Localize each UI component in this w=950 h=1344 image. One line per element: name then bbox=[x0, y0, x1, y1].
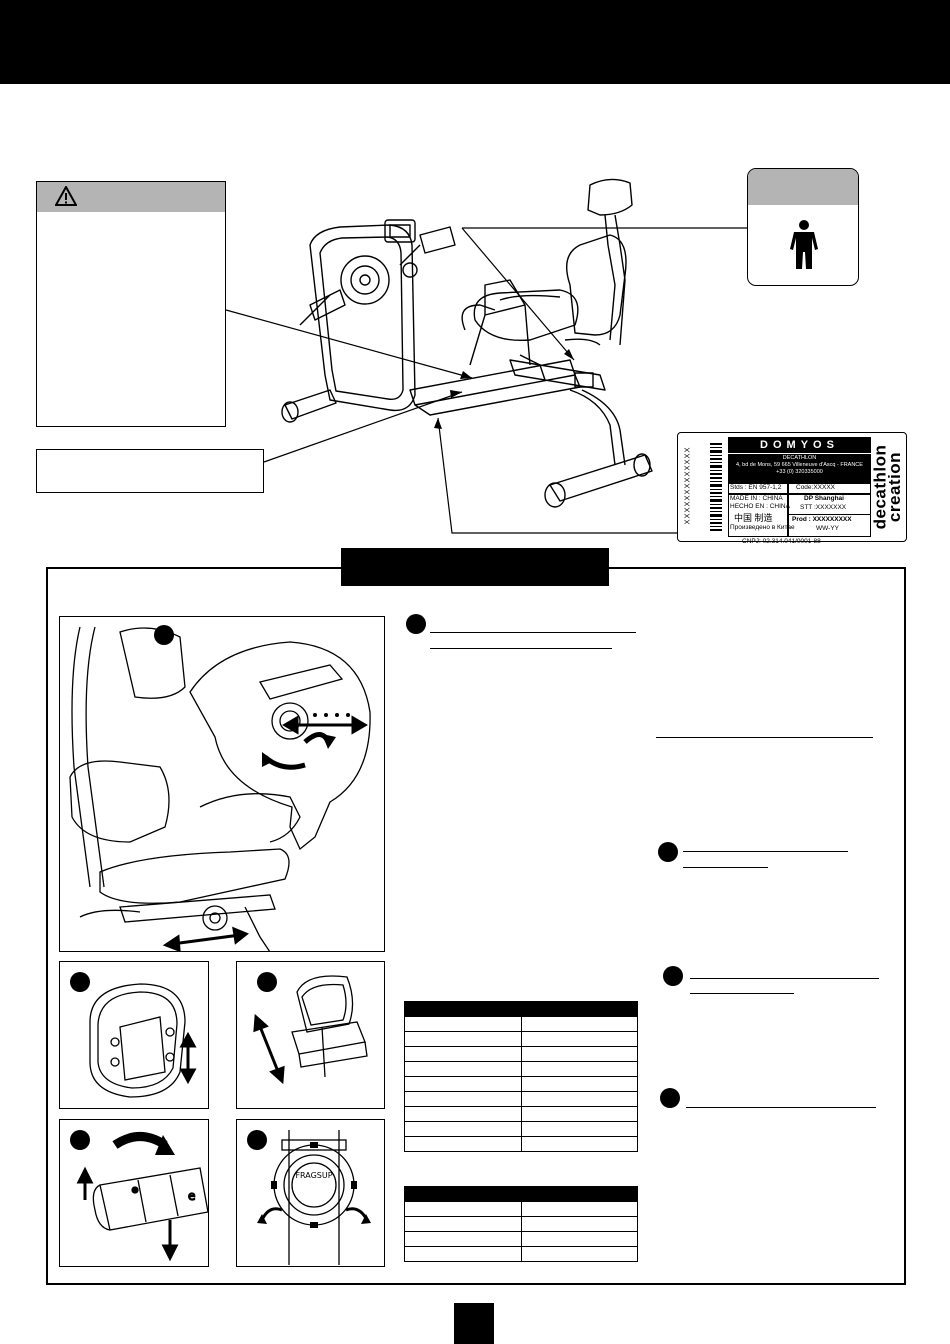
conversion-table bbox=[404, 1186, 638, 1262]
label-address: 4, bd de Mons, 59 665 Villeneuve d'Ascq … bbox=[736, 462, 863, 468]
figure-number-5 bbox=[247, 1130, 267, 1150]
label-phone: +33 (0) 320335000 bbox=[776, 469, 823, 475]
step-marker-4 bbox=[660, 1088, 680, 1108]
label-week: WW-YY bbox=[816, 525, 839, 532]
label-stds: Stds : EN 957-1,2 bbox=[730, 484, 782, 491]
label-side-line2: creation bbox=[885, 451, 905, 523]
step-marker-2 bbox=[658, 842, 678, 862]
figure-backrest-adjust bbox=[59, 961, 209, 1109]
seat-position-table bbox=[404, 1001, 638, 1152]
label-address-block: DECATHLON 4, bd de Mons, 59 665 Villeneu… bbox=[728, 454, 871, 483]
label-hecho-en: HECHO EN : CHINA bbox=[730, 503, 790, 510]
label-code: Code:XXXXX bbox=[796, 484, 836, 491]
step-1-heading-line bbox=[430, 632, 636, 633]
warning-callout bbox=[36, 181, 226, 427]
step-marker-3 bbox=[663, 966, 683, 986]
label-russian: Произведено в Китае bbox=[730, 524, 795, 531]
warning-header bbox=[37, 182, 225, 212]
user-limit-callout bbox=[747, 168, 859, 286]
label-main: DOMYOS DECATHLON 4, bd de Mons, 59 665 V… bbox=[728, 437, 871, 545]
product-label: XXXXXXXXXXXXX DOMYOS DECATHLON 4, bd de … bbox=[677, 432, 907, 545]
user-silhouette-icon bbox=[790, 220, 818, 269]
recumbent-bike-illustration bbox=[281, 178, 653, 508]
svg-text:e: e bbox=[188, 1189, 195, 1203]
step-4-heading-line bbox=[686, 1107, 876, 1108]
figure-seat-adjust bbox=[59, 616, 385, 952]
figure-pedal-strap bbox=[236, 961, 385, 1109]
label-cnpj: CNPJ: 02.314.041/0001-88 bbox=[742, 538, 821, 545]
label-made-in: MADE IN : CHINA bbox=[730, 495, 783, 502]
figure-number-3 bbox=[257, 972, 277, 992]
label-chinese: 中国 制造 bbox=[734, 513, 773, 523]
step-2-heading-line-2 bbox=[683, 867, 768, 868]
figure-resistance-knob: FRAGSUP bbox=[236, 1119, 385, 1267]
serial-number-callout bbox=[36, 449, 264, 493]
warning-icon bbox=[55, 186, 77, 206]
adjustments-panel-title bbox=[341, 548, 609, 586]
figure-number-4 bbox=[70, 1130, 90, 1150]
label-side-logo: decathlon creation bbox=[870, 437, 904, 537]
label-company: DECATHLON bbox=[782, 455, 817, 461]
header-bar bbox=[0, 0, 950, 84]
figure-handle-cap: e bbox=[59, 1119, 209, 1267]
barcode bbox=[710, 443, 722, 531]
label-brand: DOMYOS bbox=[728, 437, 871, 453]
subheading-line bbox=[656, 737, 873, 738]
user-limit-header bbox=[748, 169, 858, 205]
page-number-tab bbox=[454, 1303, 494, 1344]
label-prod: Prod : XXXXXXXXX bbox=[792, 516, 852, 523]
step-marker-1 bbox=[406, 614, 426, 634]
knob-label: FRAGSUP bbox=[295, 1171, 332, 1180]
label-serial-vertical: XXXXXXXXXXXXX bbox=[682, 446, 692, 525]
step-3-heading-line bbox=[690, 978, 879, 979]
step-2-heading-line bbox=[683, 851, 848, 852]
step-1-heading-line-2 bbox=[430, 648, 612, 649]
step-3-heading-line-2 bbox=[690, 993, 794, 994]
label-stt: STT :XXXXXXX bbox=[800, 504, 847, 511]
figure-number-2 bbox=[70, 972, 90, 992]
label-dp: DP Shanghai bbox=[804, 495, 844, 502]
